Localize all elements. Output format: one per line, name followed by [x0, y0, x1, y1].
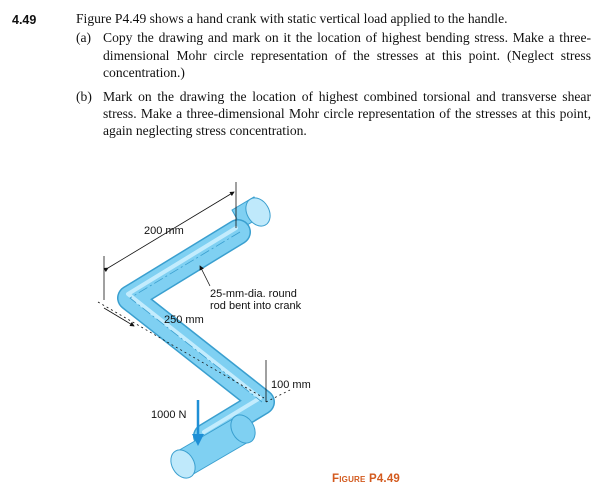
problem-intro: Figure P4.49 shows a hand crank with sta…: [76, 11, 508, 26]
part-a-label: (a): [76, 30, 92, 46]
dim-200-line: [103, 182, 237, 300]
part-b-label: (b): [76, 88, 92, 104]
load-arrow: [192, 400, 204, 446]
part-a-text: Copy the drawing and mark on it the loca…: [103, 30, 591, 81]
dim-200-label: 200 mm: [144, 225, 184, 237]
figure-caption: Figure P4.49: [332, 473, 401, 485]
rod-note-line2: rod bent into crank: [210, 300, 302, 312]
part-b: (b) Mark on the drawing the location of …: [76, 88, 591, 140]
dim-250-label: 250 mm: [164, 314, 204, 326]
rod-note-line1: 25-mm-dia. round: [210, 288, 297, 300]
problem-text: Figure P4.49 shows a hand crank with sta…: [76, 10, 591, 140]
dim-250-line: [97, 301, 265, 399]
load-label: 1000 N: [151, 409, 187, 421]
part-b-text: Mark on the drawing the location of high…: [103, 88, 591, 139]
problem-number: 4.49: [12, 13, 37, 27]
dim-100-line: [265, 360, 291, 403]
dim-100-label: 100 mm: [271, 379, 311, 391]
crank-rod: [117, 219, 275, 449]
part-a: (a) Copy the drawing and mark on it the …: [76, 29, 591, 81]
